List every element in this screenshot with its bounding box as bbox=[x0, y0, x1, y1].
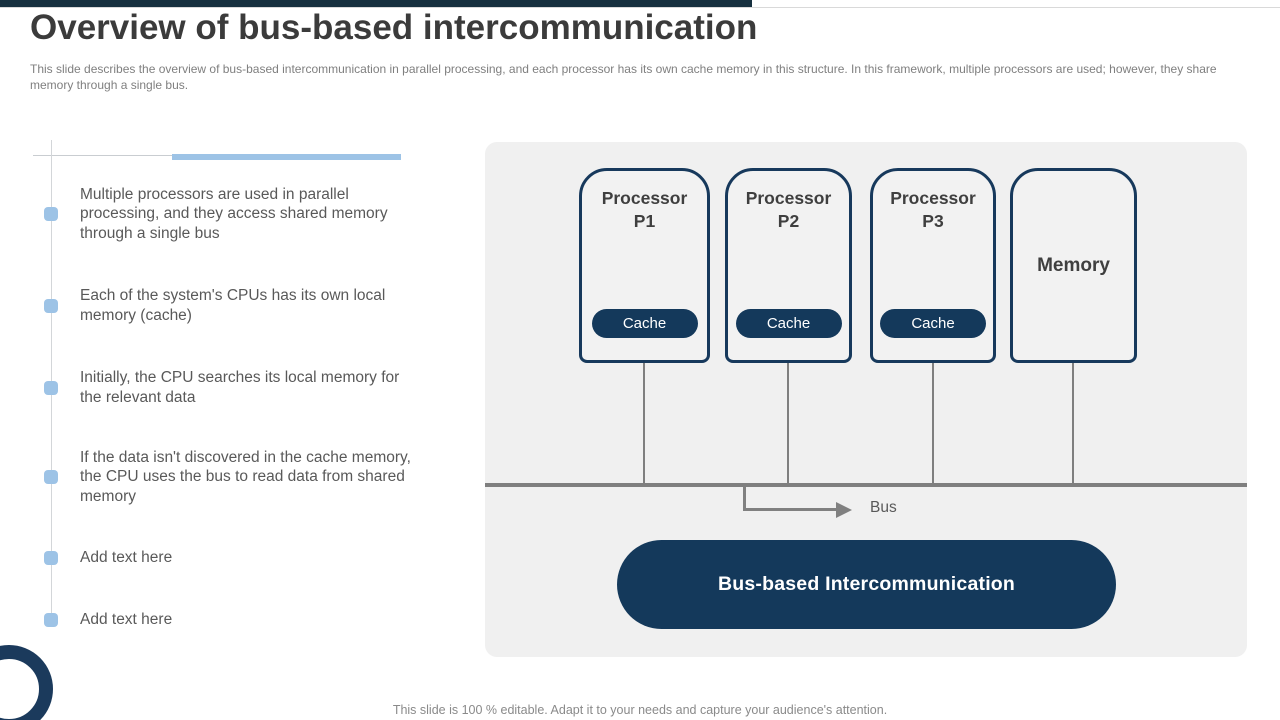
add-text-placeholder[interactable]: Add text here bbox=[80, 610, 173, 628]
list-item: Initially, the CPU searches its local me… bbox=[44, 368, 416, 407]
processor-p2-box: Processor P2 Cache bbox=[725, 168, 852, 363]
cache-pill: Cache bbox=[591, 309, 698, 338]
page-title: Overview of bus-based intercommunication bbox=[30, 8, 758, 47]
footer-note: This slide is 100 % editable. Adapt it t… bbox=[392, 703, 888, 717]
list-item-placeholder[interactable]: Add text here bbox=[44, 610, 416, 629]
bus-arrow-head-icon bbox=[836, 501, 852, 518]
bus-arrow-elbow-vertical bbox=[743, 487, 746, 511]
diagram-panel: Processor P1 Cache Processor P2 Cache Pr… bbox=[485, 142, 1247, 657]
slide-description-line-2: memory through a single bus. bbox=[30, 77, 189, 92]
processor-p1-label: Processor P1 bbox=[601, 188, 688, 231]
decorative-thin-line bbox=[33, 155, 172, 156]
top-accent-bar bbox=[0, 0, 752, 7]
list-item-text: Multiple processors are used in parallel… bbox=[80, 185, 388, 242]
bus-based-intercommunication-banner: Bus-based Intercommunication bbox=[617, 540, 1116, 629]
bullet-marker-icon bbox=[44, 550, 58, 565]
bullet-marker-icon bbox=[44, 298, 58, 313]
cache-pill: Cache bbox=[735, 309, 842, 338]
processor-p3-box: Processor P3 Cache bbox=[870, 168, 996, 363]
list-item-text: Each of the system's CPUs has its own lo… bbox=[80, 287, 386, 324]
list-item: Multiple processors are used in parallel… bbox=[44, 185, 416, 243]
memory-box: Memory bbox=[1010, 168, 1137, 363]
bullet-marker-icon bbox=[44, 470, 58, 484]
processor-p2-label: Processor P2 bbox=[745, 188, 832, 231]
list-item: If the data isn't discovered in the cach… bbox=[44, 448, 416, 506]
cache-pill: Cache bbox=[880, 309, 986, 338]
connector-line bbox=[1072, 363, 1074, 483]
decorative-ring bbox=[0, 645, 53, 720]
add-text-placeholder[interactable]: Add text here bbox=[80, 548, 173, 566]
bus-arrow-elbow-horizontal bbox=[743, 508, 836, 511]
list-item-text: If the data isn't discovered in the cach… bbox=[80, 448, 411, 505]
list-item-text: Initially, the CPU searches its local me… bbox=[80, 369, 400, 406]
connector-line bbox=[643, 363, 645, 483]
connector-line bbox=[932, 363, 934, 483]
processor-p3-label: Processor P3 bbox=[890, 188, 976, 231]
bus-line bbox=[485, 483, 1247, 487]
accent-underline-bar bbox=[172, 154, 401, 160]
list-item-placeholder[interactable]: Add text here bbox=[44, 548, 416, 567]
bullet-marker-icon bbox=[44, 207, 58, 221]
connector-line bbox=[787, 363, 789, 483]
list-item: Each of the system's CPUs has its own lo… bbox=[44, 286, 416, 325]
bus-label: Bus bbox=[870, 499, 897, 516]
bullet-marker-icon bbox=[44, 612, 58, 627]
bullet-marker-icon bbox=[44, 380, 58, 395]
processor-p1-box: Processor P1 Cache bbox=[579, 168, 710, 363]
banner-label: Bus-based Intercommunication bbox=[717, 573, 1016, 595]
slide-description: This slide describes the overview of bus… bbox=[30, 62, 1240, 93]
memory-label: Memory bbox=[1037, 254, 1110, 276]
slide-description-line-1: This slide describes the overview of bus… bbox=[30, 62, 1217, 76]
top-hairline-divider bbox=[0, 7, 1280, 8]
